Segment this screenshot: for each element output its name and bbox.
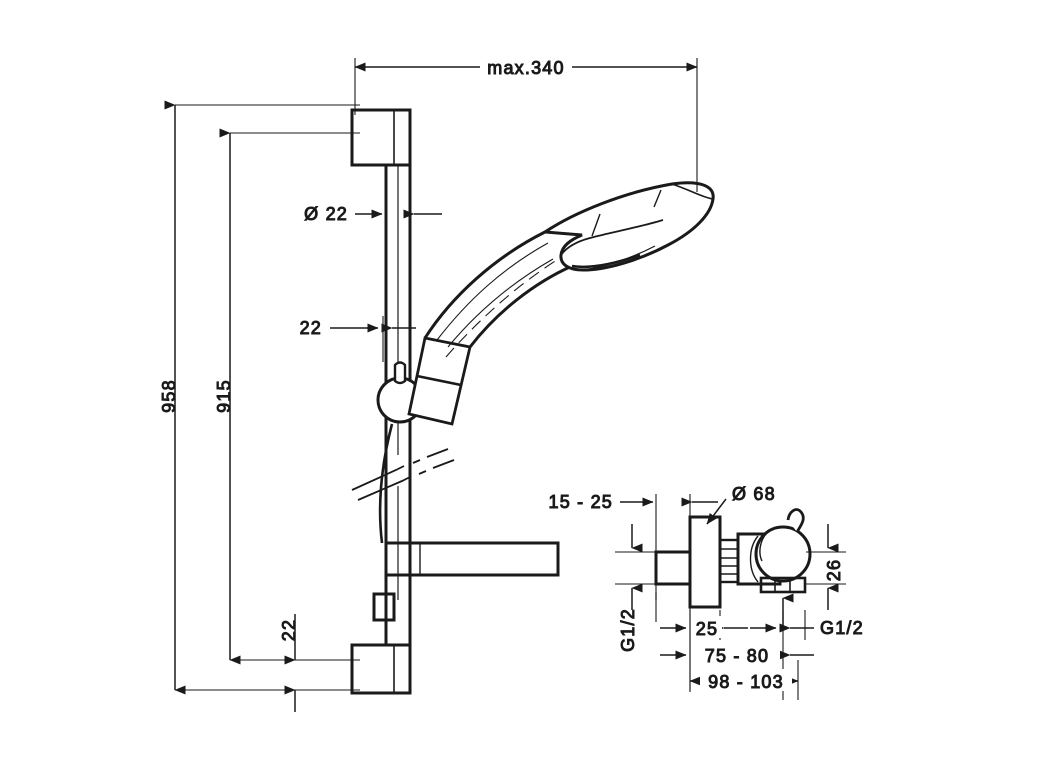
label-g12-left-text: G1/2: [618, 608, 638, 652]
dimension-25-label: 25: [696, 619, 718, 639]
label-g12-right-text: G1/2: [820, 618, 864, 638]
dimension-valve-diameter-label: Ø 68: [732, 484, 776, 504]
hose-connector: [372, 541, 560, 622]
dimension-bar-diameter: Ø 22: [304, 204, 442, 225]
shower-bar-top-wall-bracket: [350, 108, 412, 167]
handshower-cradle-joint: [407, 336, 472, 426]
dimension-958-label: 958: [159, 379, 179, 413]
dimension-98-103-label: 98 - 103: [708, 672, 784, 692]
dimension-valve-nipple-vertical: [615, 524, 690, 610]
label-g12-left: G1/2: [618, 592, 657, 652]
dimension-26: 26: [806, 524, 846, 610]
valve-wall-inlet: [654, 550, 692, 586]
dimension-valve-diameter: Ø 68: [706, 484, 776, 525]
handshower-handle: [423, 230, 573, 348]
dimension-22-bottom: 22: [279, 614, 300, 712]
dimension-915-label: 915: [214, 379, 234, 413]
dimension-958: 958: [159, 100, 360, 695]
dimension-max-340-label: max.340: [487, 58, 564, 78]
dimension-915: 915: [214, 128, 360, 665]
shower-bar-bottom-wall-bracket: [350, 643, 412, 695]
handshower-head: [540, 181, 715, 272]
dimension-75-80: 75 - 80: [660, 643, 814, 667]
dimension-max-340: max.340: [354, 56, 698, 192]
handshower-water-channel: [445, 257, 561, 358]
valve-knurled-ring: [718, 538, 740, 584]
dimension-15-25-label: 15 - 25: [549, 492, 613, 512]
valve-escutcheon-plate: [688, 515, 722, 609]
dimension-75-80-label: 75 - 80: [705, 646, 769, 666]
dimension-98-103: 98 - 103: [689, 660, 799, 700]
shower-bar-rail-upper: [384, 165, 412, 470]
dimension-bar-diameter-label: Ø 22: [304, 204, 348, 224]
bar-break-symbol: [351, 448, 455, 501]
valve-control-handle: [754, 508, 812, 583]
dimension-26-label: 26: [824, 559, 844, 581]
dimension-15-25: 15 - 25: [548, 492, 718, 690]
dimension-22-bottom-label: 22: [279, 619, 299, 641]
dimension-22-top: 22: [299, 316, 416, 362]
dimension-22-top-label: 22: [300, 318, 322, 338]
shower-hose: [378, 423, 394, 544]
label-g12-right: G1/2: [782, 593, 864, 639]
valve-outlet-collar: [759, 576, 807, 594]
